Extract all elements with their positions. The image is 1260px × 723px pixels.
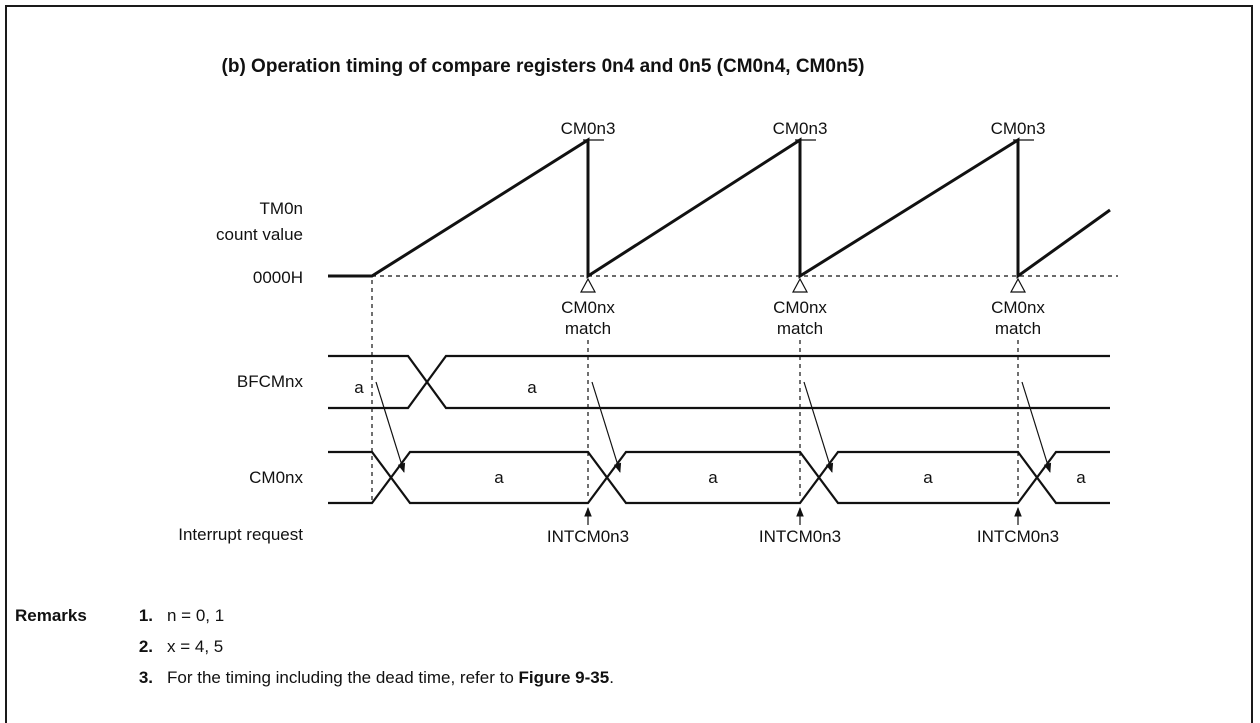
cm-value-4: a xyxy=(1076,468,1086,487)
irq-label: Interrupt request xyxy=(178,525,303,544)
diagram-frame xyxy=(5,5,1253,723)
bfcm-label: BFCMnx xyxy=(237,372,304,391)
counter-sawtooth xyxy=(328,137,1111,279)
bfcm-value-1: a xyxy=(354,378,364,397)
cm-bus-b xyxy=(328,450,1110,505)
remark-number: 1. xyxy=(138,606,153,625)
cm-value-3: a xyxy=(923,468,933,487)
transfer-arrow xyxy=(803,381,834,473)
cm-bus-a xyxy=(328,450,1110,505)
compare-label-3: CM0n3 xyxy=(991,119,1046,138)
remark-number: 3. xyxy=(138,668,153,687)
match-triangle xyxy=(1009,277,1027,293)
remark-number: 2. xyxy=(138,637,153,656)
transfer-arrow xyxy=(375,381,406,473)
cm-value-1: a xyxy=(494,468,504,487)
zero-label: 0000H xyxy=(253,268,303,287)
cm-value-2: a xyxy=(708,468,718,487)
compare-label-2: CM0n3 xyxy=(773,119,828,138)
remark-item: Remarks 1. n = 0, 1 xyxy=(15,606,1215,637)
bfcm-bus-lower xyxy=(328,354,1110,410)
bfcm-value-2: a xyxy=(527,378,537,397)
match-triangle xyxy=(791,277,809,293)
counter-label-line1: TM0n xyxy=(260,199,303,218)
match-label-2b: match xyxy=(777,319,823,338)
diagram-title: (b) Operation timing of compare register… xyxy=(222,56,865,77)
timing-diagram: (b) Operation timing of compare register… xyxy=(178,56,1118,546)
cm-label: CM0nx xyxy=(249,468,303,487)
remark-text: For the timing including the dead time, … xyxy=(167,668,614,688)
match-label-1a: CM0nx xyxy=(561,298,615,317)
remarks-heading: Remarks xyxy=(15,606,87,625)
compare-label-1: CM0n3 xyxy=(561,119,616,138)
bfcm-bus-upper xyxy=(328,354,1110,410)
remarks: Remarks 1. n = 0, 1 2. x = 4, 5 3. For t… xyxy=(15,606,1215,699)
interrupt-label-1: INTCM0n3 xyxy=(547,527,629,546)
transfer-arrow xyxy=(1021,381,1052,473)
remark-text-before: For the timing including the dead time, … xyxy=(167,668,519,687)
interrupt-label-3: INTCM0n3 xyxy=(977,527,1059,546)
match-label-3a: CM0nx xyxy=(991,298,1045,317)
match-label-1b: match xyxy=(565,319,611,338)
match-label-3b: match xyxy=(995,319,1041,338)
counter-label-line2: count value xyxy=(216,225,303,244)
figure-reference: Figure 9-35 xyxy=(518,668,610,687)
remark-item: 2. x = 4, 5 xyxy=(15,637,1215,668)
match-triangle xyxy=(579,277,597,293)
remark-text: x = 4, 5 xyxy=(167,637,224,656)
match-label-2a: CM0nx xyxy=(773,298,827,317)
transfer-arrow xyxy=(591,381,622,473)
remark-text-after: . xyxy=(609,668,614,687)
remark-text: n = 0, 1 xyxy=(167,606,225,625)
interrupt-label-2: INTCM0n3 xyxy=(759,527,841,546)
remark-item: 3. For the timing including the dead tim… xyxy=(15,668,1215,699)
